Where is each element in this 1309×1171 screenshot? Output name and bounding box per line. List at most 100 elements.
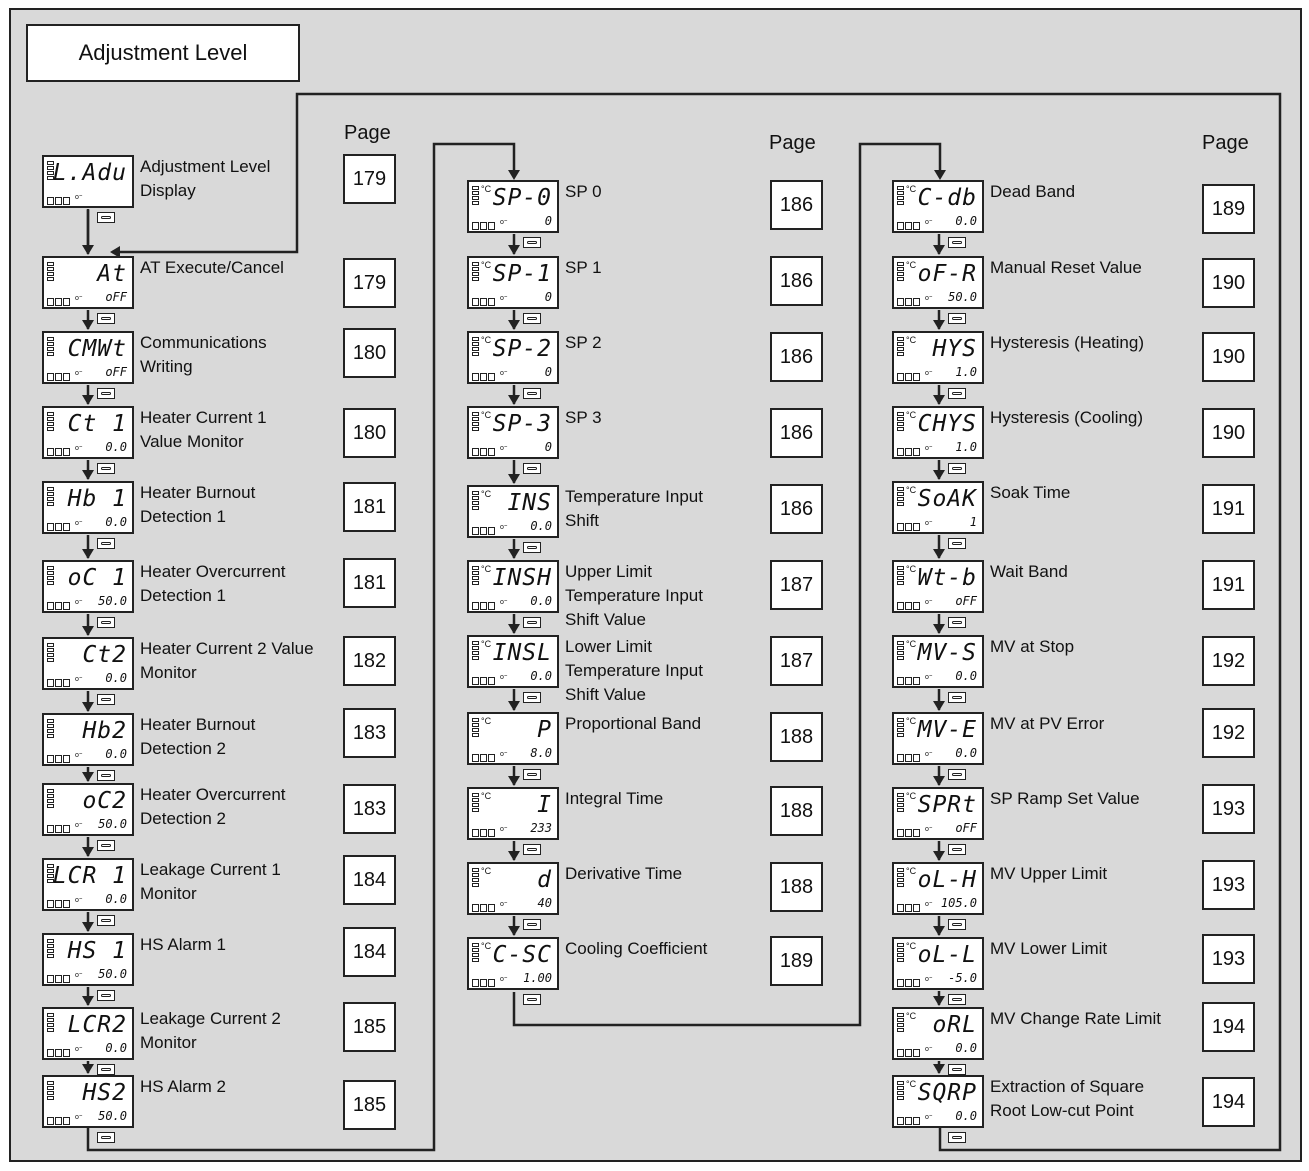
indicator-lamps-icon <box>897 597 923 610</box>
mode-key-icon <box>97 617 115 628</box>
mode-key-icon <box>97 1064 115 1075</box>
page-number-box: 190 <box>1202 258 1255 308</box>
display-parameter: CHYS <box>917 411 977 437</box>
key-icon: o⁼ <box>925 674 933 681</box>
arrow-head <box>82 549 94 559</box>
arrow-head <box>82 470 94 480</box>
arrow-head <box>508 474 520 484</box>
connector-col1-col2 <box>86 142 516 1152</box>
indicator-lamps-icon <box>47 192 73 205</box>
connector-col2-col3 <box>512 142 942 1027</box>
key-icon: o⁼ <box>75 445 83 452</box>
display-parameter: INSH <box>492 565 552 591</box>
indicator-lamps-icon <box>47 970 73 983</box>
page-number-box: 192 <box>1202 708 1255 758</box>
mode-key-icon <box>948 844 966 855</box>
indicator-lamps-icon <box>47 368 73 381</box>
display-parameter: L.Adu <box>52 160 127 186</box>
parameter-label: Lower Limit Temperature Input Shift Valu… <box>565 637 703 704</box>
status-bars-icon <box>472 793 479 817</box>
arrow-head <box>508 851 520 861</box>
celsius-icon: °C <box>906 716 917 726</box>
key-icon: o⁼ <box>500 976 508 983</box>
parameter-label: MV Lower Limit <box>990 939 1108 958</box>
mode-key-icon <box>97 694 115 705</box>
parameter-label: Leakage Current 1 Monitor <box>140 860 281 903</box>
indicator-lamps-icon <box>472 293 498 306</box>
display-parameter: LCR 1 <box>52 863 127 889</box>
display-parameter: LCR2 <box>67 1012 127 1038</box>
mode-key-icon <box>523 769 541 780</box>
indicator-lamps-icon <box>897 518 923 531</box>
indicator-lamps-icon <box>897 672 923 685</box>
display-parameter: HYS <box>932 336 977 362</box>
status-bars-icon <box>897 566 904 590</box>
display-parameter: INSL <box>492 640 552 666</box>
parameter-label: Communications Writing <box>140 333 267 376</box>
parameter-label: Heater Burnout Detection 2 <box>140 715 256 758</box>
page-number-box: 189 <box>1202 184 1255 234</box>
display-parameter: At <box>97 261 127 287</box>
display-parameter: HS 1 <box>67 938 127 964</box>
page-number-box: 194 <box>1202 1002 1255 1052</box>
page-number-box: 179 <box>343 258 396 308</box>
mode-key-icon <box>97 1132 115 1143</box>
display-parameter: SP-3 <box>492 411 552 437</box>
status-bars-icon <box>897 186 904 210</box>
display-value: 0.0 <box>530 669 552 683</box>
celsius-icon: °C <box>481 260 492 270</box>
arrow-head <box>82 772 94 782</box>
arrow-head <box>508 549 520 559</box>
indicator-lamps-icon <box>897 749 923 762</box>
status-bars-icon <box>897 337 904 361</box>
page-number-box: 180 <box>343 328 396 378</box>
status-bars-icon <box>47 939 54 963</box>
key-icon: o⁼ <box>75 370 83 377</box>
display-value: 0.0 <box>530 519 552 533</box>
key-icon: o⁼ <box>500 219 508 226</box>
parameter-label: Adjustment Level Display <box>140 157 271 200</box>
arrow-head <box>933 624 945 634</box>
arrow-head <box>933 776 945 786</box>
parameter-label: Heater Burnout Detection 1 <box>140 483 256 526</box>
display-value: 50.0 <box>98 817 127 831</box>
display-parameter: I <box>537 792 552 818</box>
parameter-label: Heater Overcurrent Detection 2 <box>140 785 286 828</box>
status-bars-icon <box>897 793 904 817</box>
mode-key-icon <box>948 388 966 399</box>
display-value: oFF <box>955 594 977 608</box>
display-value: 1 <box>969 515 977 529</box>
arrow-head <box>508 624 520 634</box>
key-icon: o⁼ <box>925 826 933 833</box>
parameter-label: SP 2 <box>565 333 602 352</box>
page-number-box: 187 <box>770 560 823 610</box>
key-icon: o⁼ <box>925 370 933 377</box>
arrow-head <box>508 170 520 180</box>
display-value: 0 <box>544 214 552 228</box>
arrow-head <box>933 996 945 1006</box>
display-parameter: P <box>537 717 552 743</box>
status-bars-icon <box>472 868 479 892</box>
page-number-box: 190 <box>1202 332 1255 382</box>
arrow-head <box>933 320 945 330</box>
arrow-head <box>82 922 94 932</box>
display-parameter: oC2 <box>82 788 127 814</box>
page-number-box: 185 <box>343 1080 396 1130</box>
key-icon: o⁼ <box>925 1114 933 1121</box>
display-parameter: Ct 1 <box>67 411 127 437</box>
mode-key-icon <box>97 463 115 474</box>
display-value: oFF <box>105 290 127 304</box>
key-icon: o⁼ <box>500 524 508 531</box>
parameter-label: Extraction of Square Root Low-cut Point <box>990 1077 1145 1120</box>
arrow-head <box>933 851 945 861</box>
display-value: 0.0 <box>955 669 977 683</box>
arrow-head <box>508 776 520 786</box>
arrow-head <box>82 1064 94 1074</box>
